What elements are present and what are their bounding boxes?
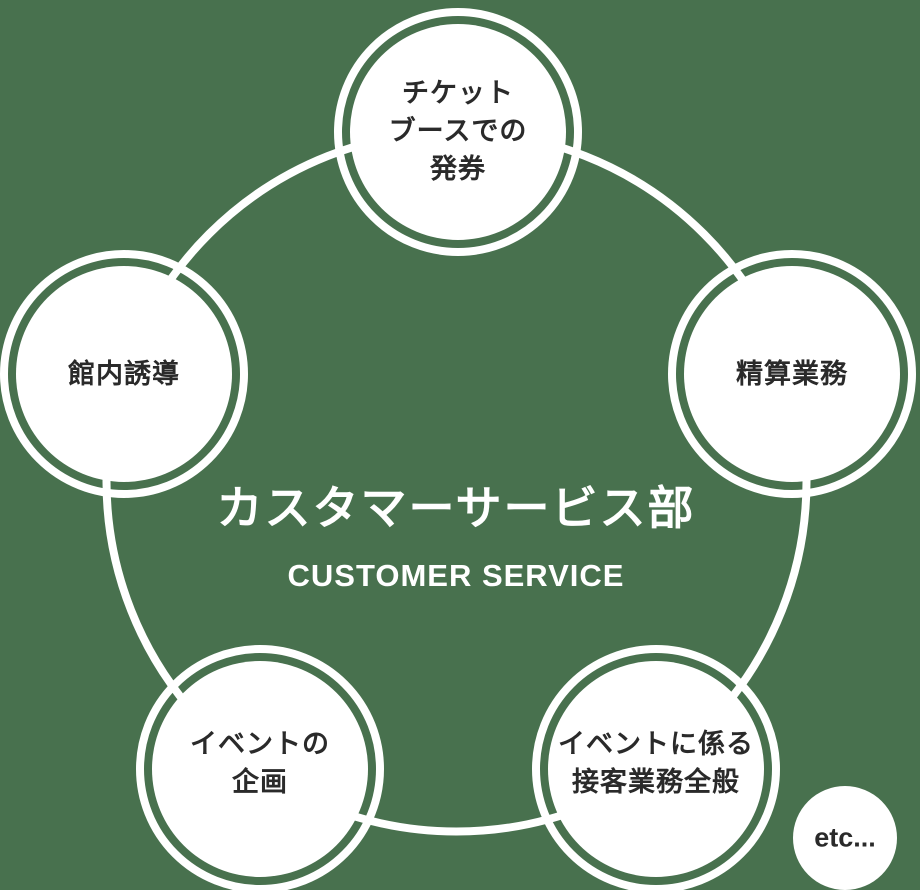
node-label-line: イベントの bbox=[190, 729, 330, 759]
etc-label: etc... bbox=[814, 822, 876, 853]
node-ring-ticket-booth-issuing bbox=[334, 8, 582, 256]
node-label-line: 発券 bbox=[430, 154, 486, 184]
department-title: カスタマーサービス部 bbox=[216, 482, 696, 534]
node-ring-event-customer-service bbox=[532, 645, 780, 890]
node-label-event-planning: イベントの 企画 bbox=[190, 725, 330, 801]
node-circle-ticket-booth-issuing bbox=[350, 24, 566, 240]
etc-circle bbox=[793, 786, 897, 890]
node-circle-event-planning bbox=[152, 661, 368, 877]
node-ring-in-building-guidance bbox=[0, 250, 248, 498]
node-label-line: 精算業務 bbox=[736, 359, 848, 389]
node-label-line: 接客業務全般 bbox=[572, 767, 740, 797]
node-label-ticket-booth-issuing: チケット ブースでの 発券 bbox=[389, 74, 528, 188]
department-subtitle-en: CUSTOMER SERVICE bbox=[287, 558, 625, 593]
node-ring-event-planning bbox=[136, 645, 384, 890]
node-circle-settlement-work bbox=[684, 266, 900, 482]
node-label-line: 企画 bbox=[232, 767, 288, 797]
node-label-line: 館内誘導 bbox=[68, 359, 180, 389]
node-label-line: イベントに係る bbox=[558, 729, 754, 759]
node-label-settlement-work: 精算業務 bbox=[736, 355, 848, 393]
node-label-line: ブースでの bbox=[388, 116, 528, 146]
node-circle-in-building-guidance bbox=[16, 266, 232, 482]
node-circle-event-customer-service bbox=[548, 661, 764, 877]
node-label-line: チケット bbox=[402, 78, 514, 108]
node-label-event-customer-service: イベントに係る 接客業務全般 bbox=[558, 725, 754, 801]
node-ring-settlement-work bbox=[668, 250, 916, 498]
node-label-in-building-guidance: 館内誘導 bbox=[68, 355, 180, 393]
